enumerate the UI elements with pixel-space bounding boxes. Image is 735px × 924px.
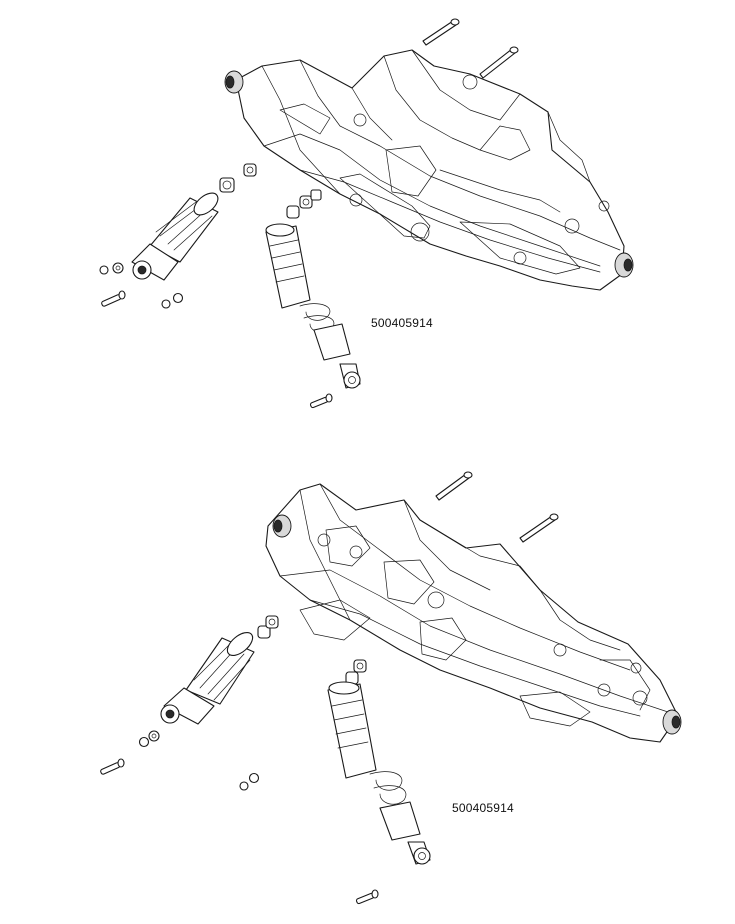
shock-absorber-top-2	[265, 223, 361, 389]
assembly-top	[99, 18, 634, 409]
wheel-hub-right-top	[614, 252, 634, 278]
spacer-set-bottom-a	[257, 615, 279, 639]
wheel-hub-left-top	[224, 70, 244, 94]
screw-bottom-1	[435, 471, 473, 501]
screw-top-2	[479, 46, 519, 79]
spacer-set-top-a	[219, 163, 257, 193]
assembly-bottom	[100, 471, 682, 905]
shock-absorber-top-1	[131, 192, 219, 281]
part-number-label-top: 500405914	[371, 316, 433, 330]
wheel-hub-right-bottom	[662, 709, 682, 735]
spacer-set-bottom-b	[345, 659, 367, 685]
screw-bottom-2	[519, 513, 559, 543]
chassis-bottom	[265, 483, 679, 743]
part-number-label-bottom: 500405914	[452, 801, 514, 815]
screw-top-1	[422, 18, 460, 46]
small-hardware-top	[99, 262, 333, 409]
chassis-top	[235, 49, 625, 291]
shock-absorber-bottom-1	[160, 632, 255, 725]
small-hardware-bottom	[100, 730, 379, 905]
spacer-set-top-b	[286, 189, 322, 219]
shock-absorber-bottom-2	[327, 681, 431, 865]
wheel-hub-left-bottom	[272, 514, 292, 538]
